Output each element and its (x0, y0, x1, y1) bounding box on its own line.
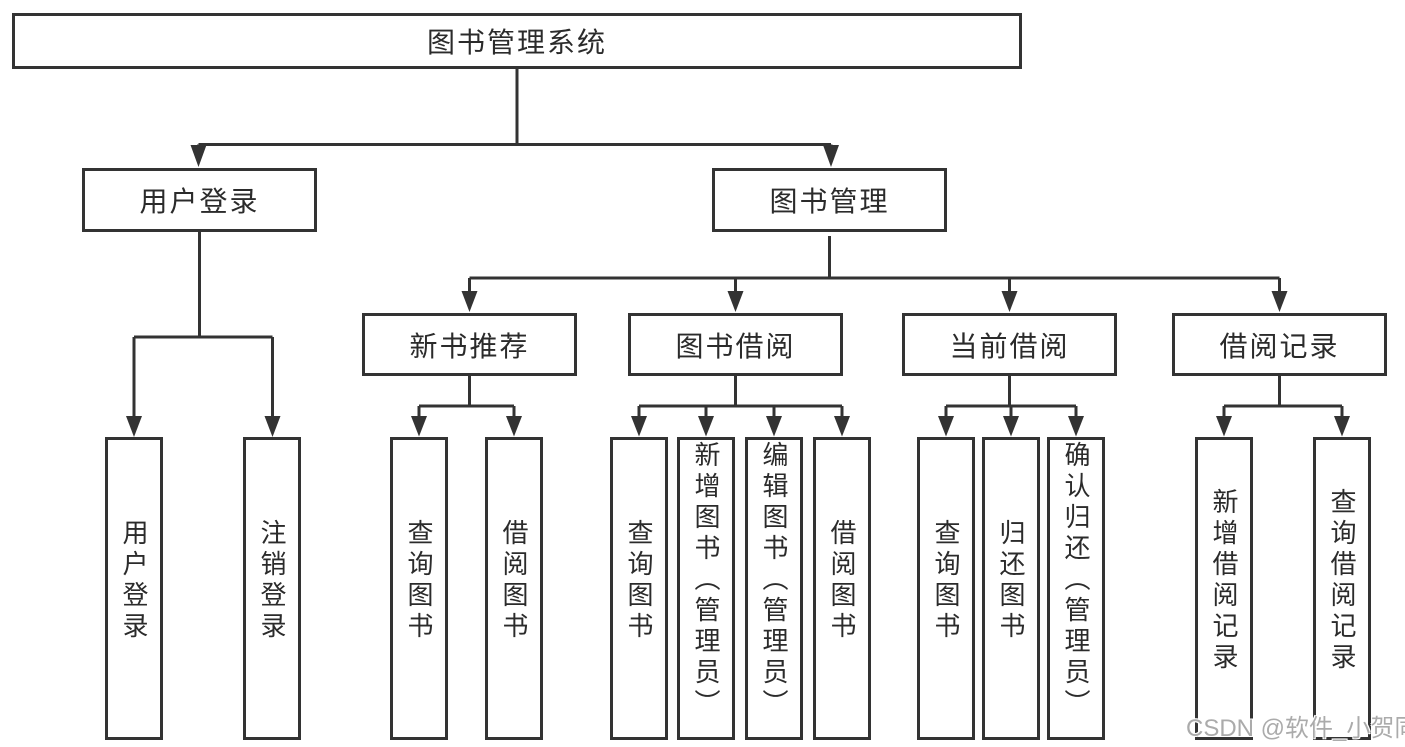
node-user-login-label: 用户登录 (139, 186, 260, 217)
leaf-query-books-borrow-label: 查询图书 (624, 518, 654, 643)
node-book-borrow: 图书借阅 (628, 313, 843, 376)
leaf-query-books-borrow: 查询图书 (610, 437, 668, 740)
leaf-query-borrow-record-label: 查询借阅记录 (1327, 487, 1357, 674)
connector-user-login-children (126, 232, 281, 437)
node-root-label: 图书管理系统 (426, 27, 607, 58)
leaf-confirm-return-admin: 确认归还（管理员） (1047, 437, 1105, 740)
leaf-add-book-admin-label: 新增图书（管理员） (691, 441, 721, 720)
connector-new-book-recommend-children (411, 376, 522, 437)
leaf-borrow-books: 借阅图书 (813, 437, 871, 740)
node-new-book-recommend: 新书推荐 (362, 313, 577, 376)
node-current-borrow: 当前借阅 (902, 313, 1117, 376)
leaf-user-login-label: 用户登录 (119, 518, 149, 643)
node-borrow-records: 借阅记录 (1172, 313, 1387, 376)
leaf-edit-book-admin: 编辑图书（管理员） (745, 437, 803, 740)
node-book-management-label: 图书管理 (769, 186, 890, 217)
leaf-query-books-current: 查询图书 (917, 437, 975, 740)
node-root-system: 图书管理系统 (12, 13, 1022, 69)
connector-root-to-level2 (190, 69, 839, 167)
leaf-confirm-return-admin-label: 确认归还（管理员） (1061, 441, 1091, 720)
node-borrow-records-label: 借阅记录 (1219, 330, 1340, 362)
leaf-query-books-recommend: 查询图书 (390, 437, 448, 740)
connector-borrow-records-children (1216, 376, 1350, 437)
leaf-query-books-recommend-label: 查询图书 (404, 518, 434, 643)
leaf-return-book: 归还图书 (982, 437, 1040, 740)
leaf-add-borrow-record-label: 新增借阅记录 (1209, 487, 1239, 674)
leaf-query-borrow-record: 查询借阅记录 (1313, 437, 1371, 740)
leaf-edit-book-admin-label: 编辑图书（管理员） (759, 441, 789, 720)
leaf-user-login: 用户登录 (105, 437, 163, 740)
node-user-login: 用户登录 (82, 168, 317, 232)
leaf-add-borrow-record: 新增借阅记录 (1195, 437, 1253, 740)
node-new-book-recommend-label: 新书推荐 (409, 330, 530, 362)
leaf-logout-label: 注销登录 (257, 518, 287, 643)
leaf-borrow-books-recommend-label: 借阅图书 (499, 518, 529, 643)
csdn-watermark: CSDN @软件_小贺同学 (1186, 715, 1405, 742)
leaf-logout: 注销登录 (243, 437, 301, 740)
node-book-borrow-label: 图书借阅 (675, 330, 796, 362)
node-book-management: 图书管理 (712, 168, 947, 232)
leaf-query-books-current-label: 查询图书 (931, 518, 961, 643)
connector-book-management-children (461, 236, 1288, 312)
leaf-borrow-books-recommend: 借阅图书 (485, 437, 543, 740)
leaf-return-book-label: 归还图书 (996, 518, 1026, 643)
node-current-borrow-label: 当前借阅 (949, 330, 1070, 362)
connector-current-borrow-children (938, 376, 1084, 437)
connector-book-borrow-children (631, 376, 850, 437)
leaf-add-book-admin: 新增图书（管理员） (677, 437, 735, 740)
leaf-borrow-books-label: 借阅图书 (827, 518, 857, 643)
